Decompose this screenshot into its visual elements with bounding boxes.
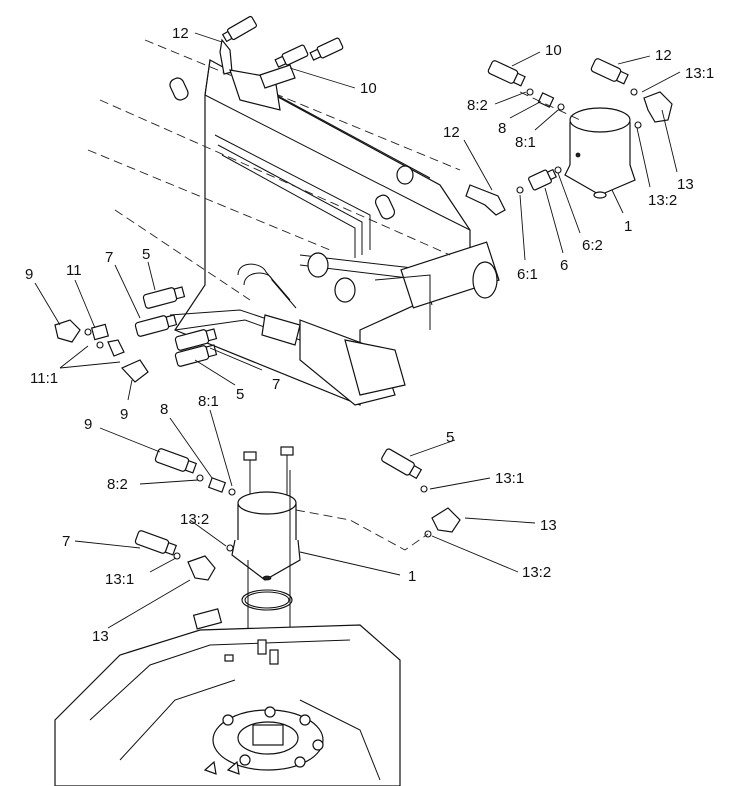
callout-13-1-bottom-right: 13:1 [495,470,524,487]
callout-9-bottom: 9 [84,416,92,433]
callout-13-1-right: 13:1 [685,65,714,82]
callout-6-2: 6:2 [582,237,603,254]
callout-12-top: 12 [172,25,189,42]
callout-5-bottom: 5 [446,429,454,446]
callout-9-lower: 9 [120,406,128,423]
callout-7-bottom: 7 [62,533,70,550]
callout-6: 6 [560,257,568,274]
callout-1-right: 1 [624,218,632,235]
right-filter-assembly [465,58,673,216]
tank-plate [54,608,401,786]
callout-13-right: 13 [677,176,694,193]
callout-7-mid: 7 [272,376,280,393]
bottom-filter-assembly [134,446,461,740]
leader-lines [34,32,681,629]
callout-11: 11 [66,262,82,279]
callout-8-2-bottom: 8:2 [107,476,128,493]
callout-13-1-bottom: 13:1 [105,571,134,588]
callout-8-bottom: 8 [160,401,168,418]
callout-10-right: 10 [545,42,562,59]
top-fittings [219,15,344,111]
callout-8-1-bottom: 8:1 [198,393,219,410]
callout-10-top: 10 [360,80,377,97]
callout-6-1: 6:1 [517,266,538,283]
left-mid-fittings [54,286,301,383]
callout-12-mid: 12 [443,124,460,141]
callout-13-bottom: 13 [92,628,109,645]
frame-assembly [87,39,500,406]
callout-13-2-bottom: 13:2 [180,511,209,528]
callout-1-bottom: 1 [408,568,416,585]
callout-12-right: 12 [655,47,672,64]
callout-labels: 12 10 10 12 13:1 8:2 8 8:1 12 13 13:2 1 … [25,25,714,645]
callout-13-bottom-right: 13 [540,517,557,534]
callout-13-2-right: 13:2 [648,192,677,209]
callout-5-left: 5 [142,246,150,263]
callout-8-right: 8 [498,120,506,137]
callout-13-2-bottom-right: 13:2 [522,564,551,581]
callout-8-2-right: 8:2 [467,97,488,114]
callout-8-1-right: 8:1 [515,134,536,151]
callout-11-1: 11:1 [30,370,58,387]
callout-7-left: 7 [105,249,113,266]
callout-5-mid: 5 [236,386,244,403]
callout-9-left: 9 [25,266,33,283]
